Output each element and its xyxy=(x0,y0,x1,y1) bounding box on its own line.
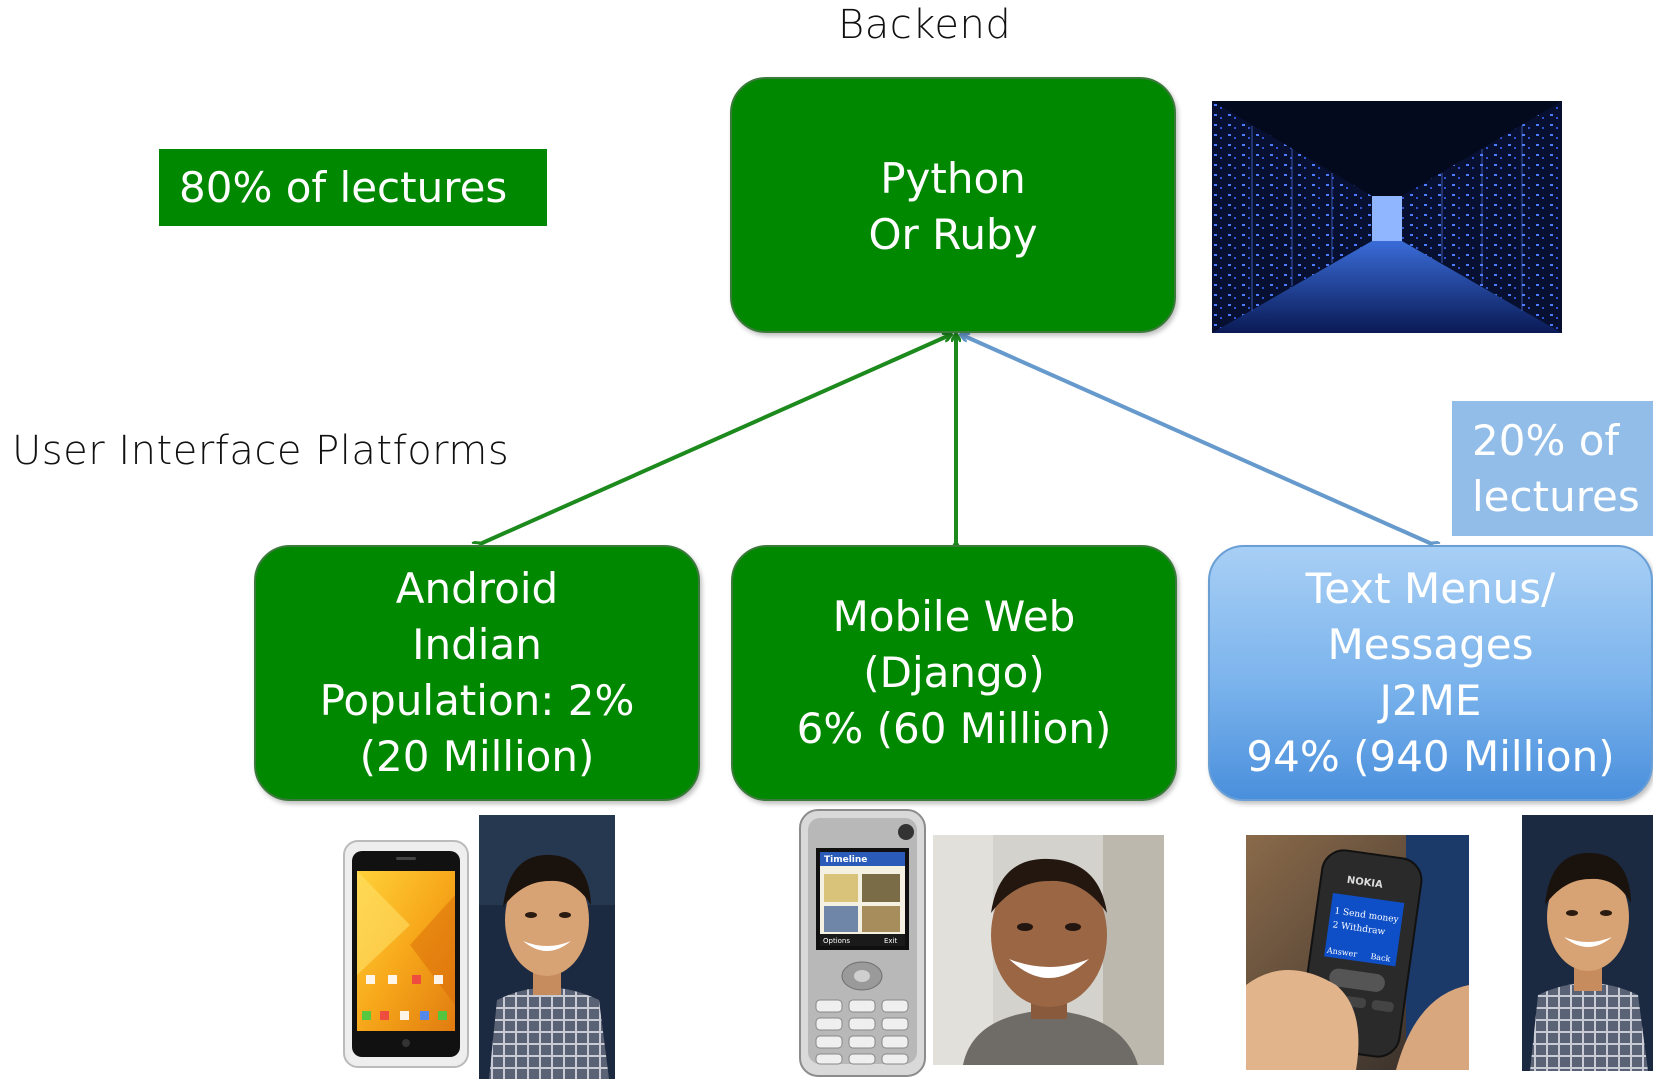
platform-box-text-menus: Text Menus/ Messages J2ME 94% (940 Milli… xyxy=(1208,545,1653,801)
student-photo xyxy=(1522,815,1653,1071)
platform-box-mobile-web: Mobile Web (Django) 6% (60 Million) xyxy=(731,545,1177,801)
arrow-android-backend xyxy=(480,335,950,544)
text-menus-line-3: J2ME xyxy=(1379,676,1482,725)
nokia-brand-label: NOKIA xyxy=(1346,875,1384,891)
backend-line-2: Or Ruby xyxy=(868,210,1038,259)
mobile-web-line-3: 6% (60 Million) xyxy=(796,704,1112,753)
mobile-web-line-1: Mobile Web xyxy=(832,592,1076,641)
student-photo xyxy=(933,835,1164,1065)
android-phone-image xyxy=(340,835,472,1071)
tag-80-percent: 80% of lectures xyxy=(159,149,547,226)
nokia-softkey-right: Back xyxy=(1370,952,1391,964)
text-menus-line-4: 94% (940 Million) xyxy=(1246,732,1615,781)
backend-line-1: Python xyxy=(880,154,1026,203)
text-menus-line-1: Text Menus/ xyxy=(1305,564,1556,613)
nokia-softkey-left: Answer xyxy=(1325,946,1358,959)
server-room-image xyxy=(1212,101,1562,333)
tag-20-percent-line-2: lectures xyxy=(1472,471,1640,521)
android-line-1: Android xyxy=(395,564,559,613)
backend-heading: Backend xyxy=(838,2,1012,48)
backend-box: Python Or Ruby xyxy=(730,77,1176,333)
nokia-basic-phone-image: NOKIA 1 Send money 2 Withdraw Answer Bac… xyxy=(1246,835,1469,1070)
tag-20-percent: 20% of lectures xyxy=(1452,401,1653,536)
text-menus-line-2: Messages xyxy=(1327,620,1534,669)
ui-platforms-heading: User Interface Platforms xyxy=(12,428,510,474)
n70-softkey-right: Exit xyxy=(884,937,898,945)
platform-box-android: Android Indian Population: 2% (20 Millio… xyxy=(254,545,700,801)
android-line-3: Population: 2% xyxy=(319,676,635,725)
android-line-4: (20 Million) xyxy=(359,732,595,781)
student-photo xyxy=(479,815,615,1079)
tag-80-percent-label: 80% of lectures xyxy=(179,162,508,212)
nokia-n70-image: Timeline Options Exit xyxy=(796,808,929,1079)
n70-screen-title: Timeline xyxy=(824,855,867,865)
android-line-2: Indian xyxy=(412,620,542,669)
n70-softkey-left: Options xyxy=(823,937,850,945)
tag-20-percent-line-1: 20% of xyxy=(1472,415,1620,465)
mobile-web-line-2: (Django) xyxy=(863,648,1045,697)
arrow-textmenus-backend xyxy=(962,335,1432,544)
